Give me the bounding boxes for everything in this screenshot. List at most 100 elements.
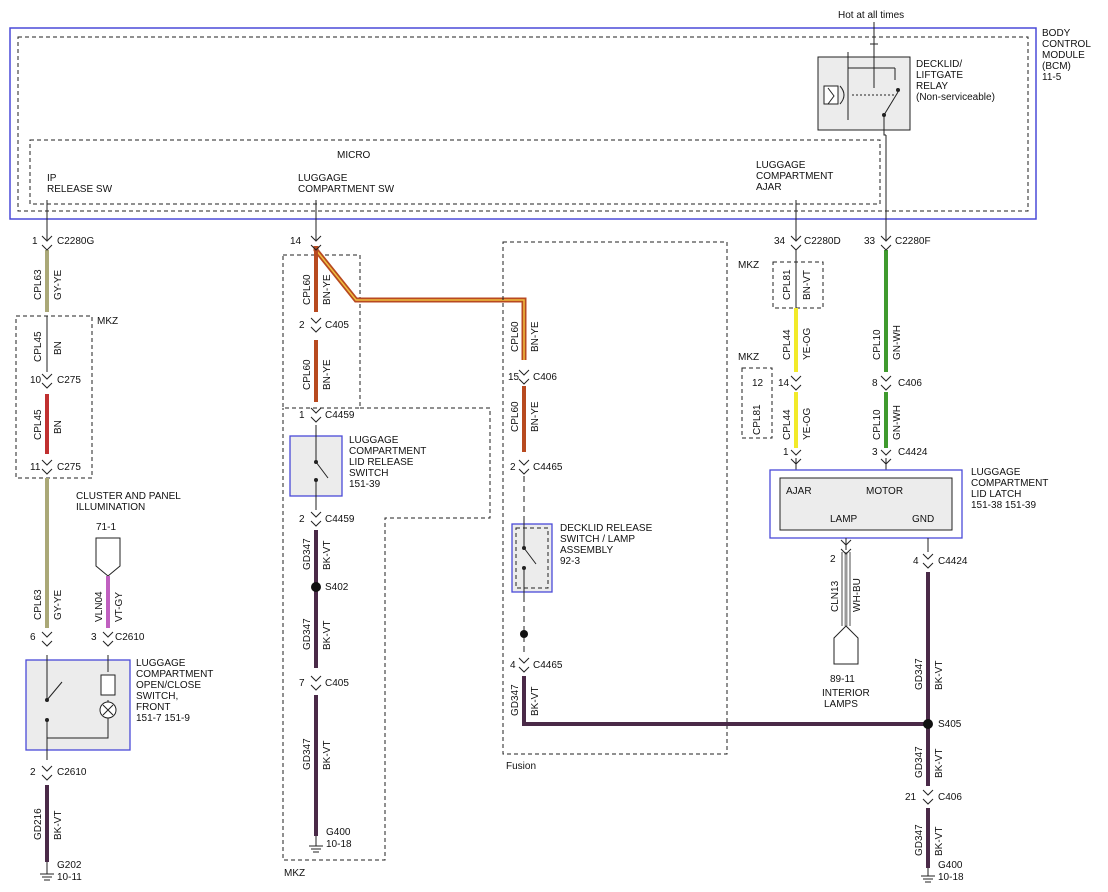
wire-cpl60-diag (313, 246, 527, 360)
conn-pin: 2 (299, 514, 305, 525)
conn-pin: 34 (774, 236, 786, 247)
splice-s402 (311, 582, 321, 592)
front-switch-label: LUGGAGE COMPARTMENT OPEN/CLOSE SWITCH, F… (136, 658, 216, 724)
wire-circuit: GD216 (33, 808, 44, 840)
conn-pin: 21 (905, 792, 917, 803)
splice-s405 (923, 719, 933, 729)
wire-color: VT-GY (114, 592, 125, 622)
luggage-sw-circuit: MKZ CPL60 BN-YE 2 C405 CPL60 BN-YE 1 C44… (282, 246, 527, 879)
latch-inner (779, 477, 953, 531)
conn-pin: 1 (299, 410, 305, 421)
interior-lamps-connector-icon (833, 625, 859, 665)
decklid-liftgate-relay (817, 52, 911, 136)
cluster-label: CLUSTER AND PANEL ILLUMINATION (76, 491, 183, 513)
relay-label: DECKLID/ LIFTGATE RELAY (Non-serviceable… (916, 59, 995, 103)
conn-pin: 2 (299, 320, 305, 331)
cluster-connector-icon (95, 537, 121, 577)
bcm-stubs: 1 C2280G 14 34 C2280D 33 C2280F (32, 135, 931, 247)
conn-name: C406 (898, 378, 922, 389)
conn-pin: 4 (913, 556, 919, 567)
wire-circuit: GD347 (914, 746, 925, 778)
wire-circuit: GD347 (302, 618, 313, 650)
decklid-circuit: Fusion CPL60 BN-YE 15 C406 CPL60 BN-YE 2… (502, 241, 928, 772)
wire-circuit: GD347 (510, 684, 521, 716)
wire-circuit: CPL63 (33, 589, 44, 620)
conn-pin: 3 (872, 447, 878, 458)
micro-title: MICRO (337, 150, 371, 161)
conn-name: C405 (325, 678, 349, 689)
micro-box (29, 139, 881, 205)
left-circuit: CPL63 GY-YE MKZ CPL45 BN 10 C275 CPL45 B… (15, 250, 216, 883)
fusion-option-box (502, 241, 728, 755)
wire-color: BK-VT (934, 749, 945, 778)
option-label: MKZ (97, 316, 118, 327)
mkz-option-box (15, 315, 93, 479)
wire-circuit: CPL60 (510, 321, 521, 352)
wire-circuit: CPL10 (872, 409, 883, 440)
wire-circuit: CPL45 (33, 409, 44, 440)
latch-pin-ajar: AJAR (786, 486, 812, 497)
conn-name: C2280F (895, 236, 931, 247)
conn-name: C2280G (57, 236, 94, 247)
wire-circuit: VLN04 (94, 591, 105, 622)
conn-pin: 1 (783, 447, 789, 458)
ground-label: G400 (326, 827, 351, 838)
ground-symbol-g400 (309, 836, 323, 853)
decklid-switch-label: DECKLID RELEASE SWITCH / LAMP ASSEMBLY 9… (560, 523, 655, 567)
wire-color: BN-YE (322, 359, 333, 390)
wire-color: GN-WH (892, 325, 903, 360)
latch-circuit: MKZ CPL81 BN-VT CPL44 YE-OG MKZ 12 CPL81… (738, 250, 1048, 883)
wire-circuit: CPL10 (872, 329, 883, 360)
wire-color: BN (53, 420, 64, 434)
splice-label: S405 (938, 719, 962, 730)
conn-pin: 3 (91, 632, 97, 643)
wire-color: BK-VT (53, 811, 64, 840)
conn-pin: 8 (872, 378, 878, 389)
bcm-module: BODY CONTROL MODULE (BCM) 11-5 Hot at al… (9, 10, 1093, 220)
wire-color: YE-OG (802, 328, 813, 360)
wire-color: GY-YE (53, 269, 64, 300)
conn-name: C275 (57, 375, 81, 386)
ground-symbol-g202 (40, 862, 54, 881)
conn-name: C4424 (898, 447, 928, 458)
conn-name: C4459 (325, 410, 355, 421)
mkz-option-box-3 (772, 261, 824, 309)
option-label: MKZ (284, 868, 305, 879)
wire-color: BN (53, 341, 64, 355)
ground-label: G202 (57, 860, 82, 871)
wire-gd347-fusion (522, 676, 928, 726)
ground-ref: 10-18 (938, 872, 964, 883)
option-label: MKZ (738, 352, 759, 363)
latch-pin-lamp: LAMP (830, 514, 858, 525)
wire-color: BK-VT (934, 827, 945, 856)
option-label: Fusion (506, 761, 536, 772)
ground-ref: 10-11 (57, 872, 82, 883)
hot-at-all-times-label: Hot at all times (838, 10, 904, 21)
micro-pin-luggage-sw: LUGGAGE COMPARTMENT SW (298, 173, 395, 195)
wire-circuit: CPL44 (782, 409, 793, 440)
micro-pin-ip-release: IP RELEASE SW (47, 173, 113, 195)
latch-pin-motor: MOTOR (866, 486, 903, 497)
wire-color: BN-VT (802, 270, 813, 300)
lamp-resistor-icon (100, 674, 116, 696)
wire-circuit: CPL44 (782, 329, 793, 360)
wire-circuit: CLN13 (830, 580, 841, 612)
conn-pin: 2 (30, 767, 36, 778)
wire-circuit: CPL81 (782, 269, 793, 300)
conn-pin: 11 (30, 462, 41, 473)
wire-color: GN-WH (892, 405, 903, 440)
wire-color: BK-VT (322, 741, 333, 770)
wire-color: YE-OG (802, 408, 813, 440)
latch-pin-gnd: GND (912, 514, 934, 525)
bcm-label: BODY CONTROL MODULE (BCM) 11-5 (1042, 28, 1093, 83)
wire-color: BK-VT (322, 541, 333, 570)
wire-color: BN-YE (322, 274, 333, 305)
conn-pin: 4 (510, 660, 516, 671)
bcm-inner-dashed (17, 36, 1029, 212)
connector-chevrons (41, 235, 934, 805)
conn-pin: 33 (864, 236, 876, 247)
conn-name: C4465 (533, 660, 563, 671)
conn-pin: 10 (30, 375, 42, 386)
wire-color: BK-VT (530, 687, 541, 716)
splice-label: S402 (325, 582, 349, 593)
